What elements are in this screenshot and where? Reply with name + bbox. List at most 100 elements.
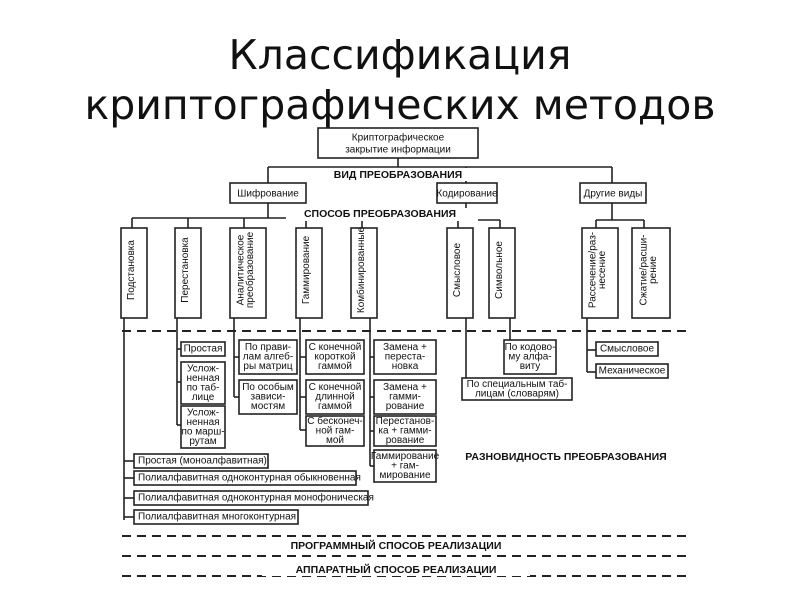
variety-combined-substitution-permutation: Замена +переста-новка: [373, 339, 437, 375]
variety-analytic-dependencies-text: зависи-: [251, 392, 286, 403]
method-permutation: Перестановка: [174, 227, 202, 319]
variety-scatter-mechanical-text: Механическое: [599, 366, 666, 377]
type-other-frame: [579, 182, 647, 204]
page-title-line-1: Классификация: [228, 31, 572, 79]
method-compression-text: Сжатие/расши-: [638, 234, 649, 305]
variety-permutation-table-text: лице: [192, 392, 215, 403]
variety-permutation-route-text: Услож-: [187, 407, 219, 418]
variety-combined-permutation-gamma-frame: [373, 415, 437, 447]
variety-gamma-long-frame: [305, 379, 365, 415]
variety-analytic-matrix-text: лам алгеб-: [243, 351, 293, 363]
method-scatter-frame: [581, 227, 619, 319]
root-node-frame: [317, 127, 479, 159]
variety-gamma-short-text: гаммой: [318, 361, 352, 372]
variety-substitution-monophonic-text: Полиалфавитная одноконтурная монофоничес…: [138, 492, 374, 504]
variety-analytic-matrix-text: По прави-: [245, 342, 291, 353]
method-compression-text: рение: [648, 256, 659, 284]
method-symbolic: Символьное: [488, 227, 516, 319]
variety-combined-gamma-gamma-text: + гам-: [391, 461, 419, 472]
type-encryption: Шифрование: [229, 182, 307, 204]
variety-permutation-table-text: Услож-: [187, 363, 219, 374]
method-combined: Комбинированные: [350, 226, 378, 319]
variety-combined-gamma-gamma-text: Гаммирование: [371, 451, 440, 462]
variety-gamma-infinite-text: С бесконеч-: [307, 415, 363, 427]
variety-analytic-dependencies-text: мостям: [251, 401, 285, 412]
variety-scatter-semantic-text: Смысловое: [600, 344, 655, 355]
variety-substitution-monophonic-frame: [133, 490, 369, 506]
root-node-text: Криптографическое: [352, 131, 445, 143]
variety-gamma-short-frame: [305, 339, 365, 375]
method-compression: Сжатие/расши-рение: [631, 227, 671, 319]
variety-combined-substitution-permutation-text: новка: [392, 361, 419, 372]
label-hardware-implementation-bg: [262, 563, 530, 576]
type-other: Другие виды: [579, 182, 647, 204]
variety-combined-permutation-gamma-text: рование: [386, 435, 425, 446]
variety-combined-permutation-gamma: Перестанов-ка + гамми-рование: [373, 415, 437, 447]
label-hardware-implementation: АППАРАТНЫЙ СПОСОБ РЕАЛИЗАЦИИ: [296, 563, 497, 576]
method-semantic-frame: [446, 227, 474, 319]
label-transformation-type-bg: [318, 168, 478, 181]
variety-permutation-route-text: ненная: [186, 417, 219, 428]
method-semantic-text: Смысловое: [452, 243, 463, 298]
variety-gamma-infinite: С бесконеч-ной гам-мой: [305, 415, 365, 447]
variety-gamma-infinite-text: мой: [326, 435, 344, 446]
method-combined-text: Комбинированные: [355, 226, 367, 313]
variety-gamma-infinite-frame: [305, 415, 365, 447]
root-node-text: закрытие информации: [345, 143, 451, 155]
variety-combined-substitution-gamma: Замена +гамми-рование: [373, 379, 437, 415]
type-coding-text: Кодирование: [436, 188, 498, 199]
variety-semantic-tables-text: лицам (словарям): [475, 388, 559, 399]
method-substitution-text: Подстановка: [126, 240, 137, 300]
variety-semantic-tables-text: По специальным таб-: [467, 378, 568, 390]
method-permutation-frame: [174, 227, 202, 319]
method-gamma-text: Гаммирование: [301, 235, 312, 304]
variety-substitution-ordinary-text: Полиалфавитная одноконтурная обыкновенна…: [138, 472, 361, 484]
variety-analytic-dependencies-text: По особым: [242, 381, 294, 393]
variety-scatter-semantic-frame: [595, 341, 659, 357]
label-transformation-variety: РАЗНОВИДНОСТЬ ПРЕОБРАЗОВАНИЯ: [465, 451, 666, 463]
variety-gamma-long-text: С конечной: [309, 382, 362, 393]
variety-gamma-short-text: короткой: [314, 352, 355, 363]
method-combined-frame: [350, 227, 378, 319]
variety-symbolic-code-alphabet-text: му алфа-: [508, 351, 551, 363]
variety-scatter-semantic: Смысловое: [595, 341, 659, 357]
variety-combined-substitution-permutation-frame: [373, 339, 437, 375]
variety-combined-gamma-gamma: Гаммирование+ гам-мирование: [371, 449, 440, 483]
method-substitution-frame: [120, 227, 148, 319]
method-permutation-text: Перестановка: [180, 237, 191, 303]
variety-scatter-mechanical-frame: [595, 363, 669, 379]
variety-gamma-infinite-text: ной гам-: [316, 426, 355, 437]
variety-permutation-route-text: рутам: [189, 436, 216, 447]
variety-substitution-ordinary: Полиалфавитная одноконтурная обыкновенна…: [133, 470, 361, 486]
label-software-implementation-bg: [262, 539, 530, 552]
variety-substitution-multicontour-frame: [133, 509, 299, 525]
variety-substitution-multicontour: Полиалфавитная многоконтурная: [133, 509, 299, 525]
method-scatter: Рассечение/раз-несение: [581, 227, 619, 319]
variety-permutation-table-frame: [180, 361, 226, 405]
variety-combined-gamma-gamma-frame: [373, 449, 437, 483]
variety-semantic-tables: По специальным таб-лицам (словарям): [461, 377, 573, 401]
variety-symbolic-code-alphabet-frame: [503, 339, 557, 375]
variety-analytic-matrix-frame: [238, 339, 298, 375]
variety-substitution-simple: Простая (моноалфавитная): [133, 453, 269, 469]
variety-analytic-dependencies-frame: [238, 379, 298, 415]
label-transformation-method-bg: [286, 208, 478, 221]
variety-symbolic-code-alphabet: По кодово-му алфа-виту: [503, 339, 557, 375]
variety-permutation-simple: Простая: [180, 341, 226, 357]
type-encryption-frame: [229, 182, 307, 204]
method-gamma: Гаммирование: [295, 227, 323, 319]
type-encryption-text: Шифрование: [237, 187, 299, 199]
variety-scatter-mechanical: Механическое: [595, 363, 669, 379]
variety-combined-gamma-gamma-text: мирование: [379, 470, 430, 481]
variety-substitution-monophonic: Полиалфавитная одноконтурная монофоничес…: [133, 490, 374, 506]
variety-symbolic-code-alphabet-text: По кодово-: [505, 342, 556, 353]
variety-combined-substitution-permutation-text: переста-: [385, 352, 425, 363]
variety-permutation-table-text: по таб-: [187, 381, 220, 393]
label-software-implementation: ПРОГРАММНЫЙ СПОСОБ РЕАЛИЗАЦИИ: [291, 539, 502, 552]
